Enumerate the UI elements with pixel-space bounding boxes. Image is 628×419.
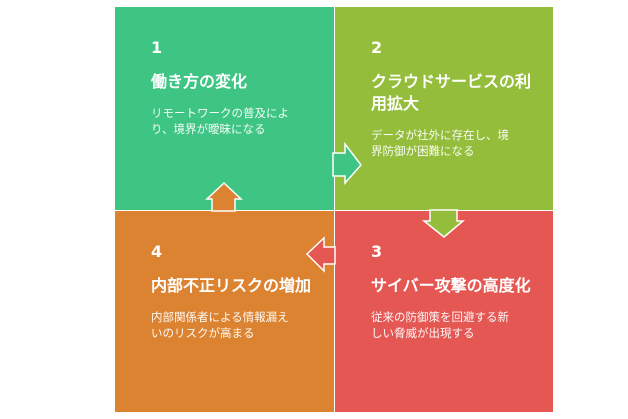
quadrant-1-work-style-change: 1 働き方の変化 リモートワークの普及により、境界が曖昧になる <box>115 7 334 210</box>
step-description: 従来の防御策を回避する新しい脅威が出現する <box>371 310 509 340</box>
quadrant-4-insider-risk: 4 内部不正リスクの増加 内部関係者による情報漏えいのリスクが高まる <box>115 211 334 412</box>
step-description: データが社外に存在し、境界防御が困難になる <box>371 128 509 158</box>
step-description: リモートワークの普及により、境界が曖昧になる <box>151 106 289 136</box>
quadrant-2-cloud-expansion: 2 クラウドサービスの利用拡大 データが社外に存在し、境界防御が困難になる <box>335 7 553 210</box>
step-description: 内部関係者による情報漏えいのリスクが高まる <box>151 310 289 340</box>
step-title: 内部不正リスクの増加 <box>151 276 312 295</box>
arrow-down-icon <box>421 209 466 238</box>
step-title: サイバー攻撃の高度化 <box>371 276 531 295</box>
step-number: 1 <box>151 38 163 57</box>
step-title: クラウドサービスの利用拡大 <box>371 72 532 113</box>
step-title: 働き方の変化 <box>151 72 248 91</box>
step-number: 4 <box>151 242 163 261</box>
arrow-left-icon <box>305 236 336 273</box>
arrow-right-icon <box>332 141 362 185</box>
arrow-up-icon <box>205 181 243 212</box>
quadrant-3-cyber-attack: 3 サイバー攻撃の高度化 従来の防御策を回避する新しい脅威が出現する <box>335 211 553 412</box>
step-number: 2 <box>371 38 383 57</box>
step-number: 3 <box>371 242 383 261</box>
